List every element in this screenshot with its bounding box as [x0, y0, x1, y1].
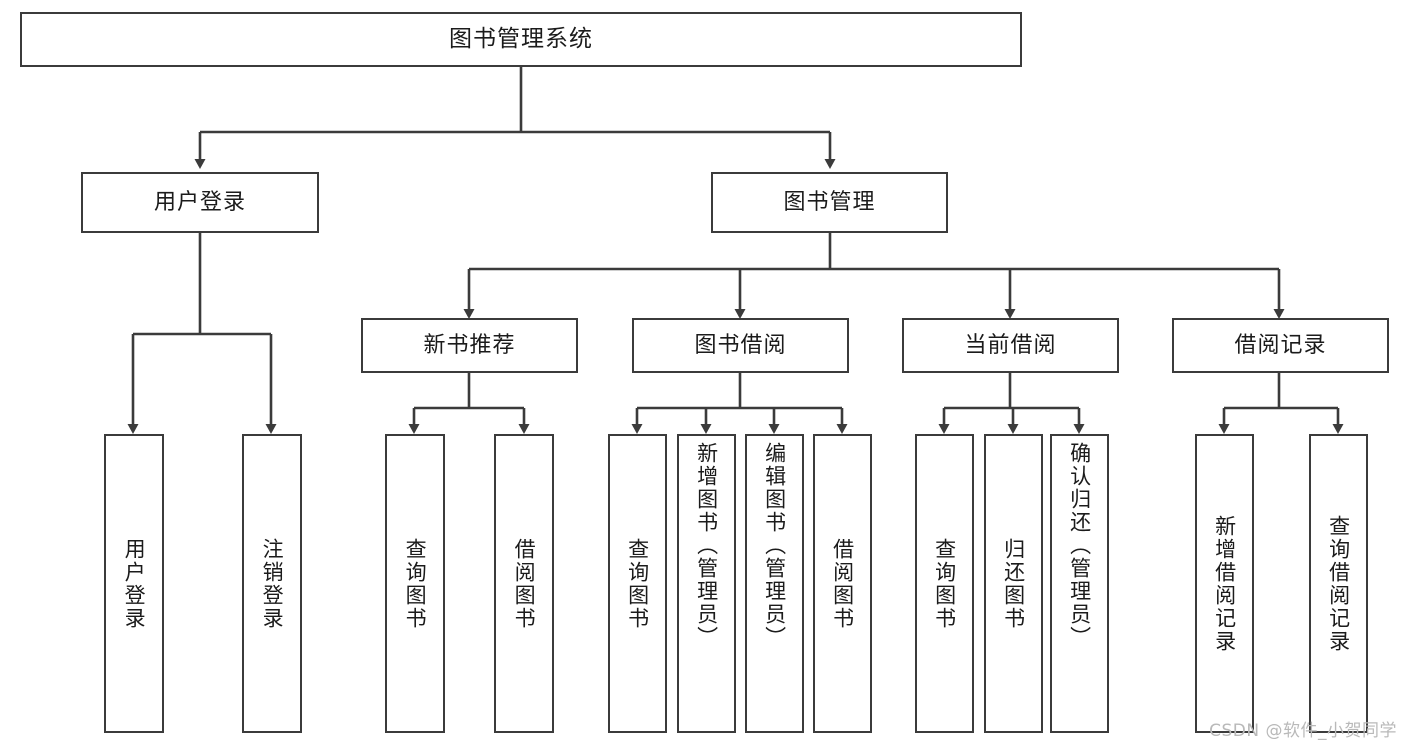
- leaf-user-login-login[interactable]: 用户登录: [104, 434, 164, 733]
- leaf-current-query-book-label: 查询图书: [932, 537, 957, 630]
- leaf-borrow-borrow-book-label: 借阅图书: [830, 537, 855, 630]
- node-user-login[interactable]: 用户登录: [81, 172, 319, 233]
- leaf-current-confirm-return-label: 确认归还（管理员）: [1067, 442, 1092, 649]
- leaf-record-add-record[interactable]: 新增借阅记录: [1195, 434, 1254, 733]
- node-current-borrow[interactable]: 当前借阅: [902, 318, 1119, 373]
- leaf-borrow-edit-book-label: 编辑图书（管理员）: [762, 442, 787, 649]
- node-borrow-record-label: 借阅记录: [1234, 332, 1327, 358]
- node-root[interactable]: 图书管理系统: [20, 12, 1022, 67]
- node-new-book-recommend[interactable]: 新书推荐: [361, 318, 578, 373]
- leaf-borrow-add-book[interactable]: 新增图书（管理员）: [677, 434, 736, 733]
- leaf-borrow-add-book-label: 新增图书（管理员）: [694, 442, 719, 649]
- leaf-borrow-borrow-book[interactable]: 借阅图书: [813, 434, 872, 733]
- node-new-book-recommend-label: 新书推荐: [423, 332, 516, 358]
- leaf-borrow-query-book[interactable]: 查询图书: [608, 434, 667, 733]
- node-book-borrow-label: 图书借阅: [694, 332, 787, 358]
- node-root-label: 图书管理系统: [449, 26, 593, 53]
- leaf-current-return-book[interactable]: 归还图书: [984, 434, 1043, 733]
- node-book-management[interactable]: 图书管理: [711, 172, 948, 233]
- leaf-user-login-logout-label: 注销登录: [260, 537, 285, 630]
- node-borrow-record[interactable]: 借阅记录: [1172, 318, 1389, 373]
- leaf-current-confirm-return[interactable]: 确认归还（管理员）: [1050, 434, 1109, 733]
- leaf-recommend-borrow-book[interactable]: 借阅图书: [494, 434, 554, 733]
- node-book-borrow[interactable]: 图书借阅: [632, 318, 849, 373]
- leaf-record-query-record-label: 查询借阅记录: [1326, 514, 1351, 653]
- node-book-management-label: 图书管理: [783, 189, 876, 215]
- leaf-record-query-record[interactable]: 查询借阅记录: [1309, 434, 1368, 733]
- leaf-borrow-edit-book[interactable]: 编辑图书（管理员）: [745, 434, 804, 733]
- leaf-recommend-query-book-label: 查询图书: [403, 537, 428, 630]
- leaf-current-query-book[interactable]: 查询图书: [915, 434, 974, 733]
- leaf-user-login-logout[interactable]: 注销登录: [242, 434, 302, 733]
- leaf-user-login-login-label: 用户登录: [122, 537, 147, 630]
- leaf-record-add-record-label: 新增借阅记录: [1212, 514, 1237, 653]
- leaf-recommend-borrow-book-label: 借阅图书: [512, 537, 537, 630]
- leaf-borrow-query-book-label: 查询图书: [625, 537, 650, 630]
- node-current-borrow-label: 当前借阅: [964, 332, 1057, 358]
- leaf-current-return-book-label: 归还图书: [1001, 537, 1026, 630]
- node-user-login-label: 用户登录: [153, 189, 246, 215]
- leaf-recommend-query-book[interactable]: 查询图书: [385, 434, 445, 733]
- watermark: CSDN @软件_小贺同学: [1209, 721, 1397, 741]
